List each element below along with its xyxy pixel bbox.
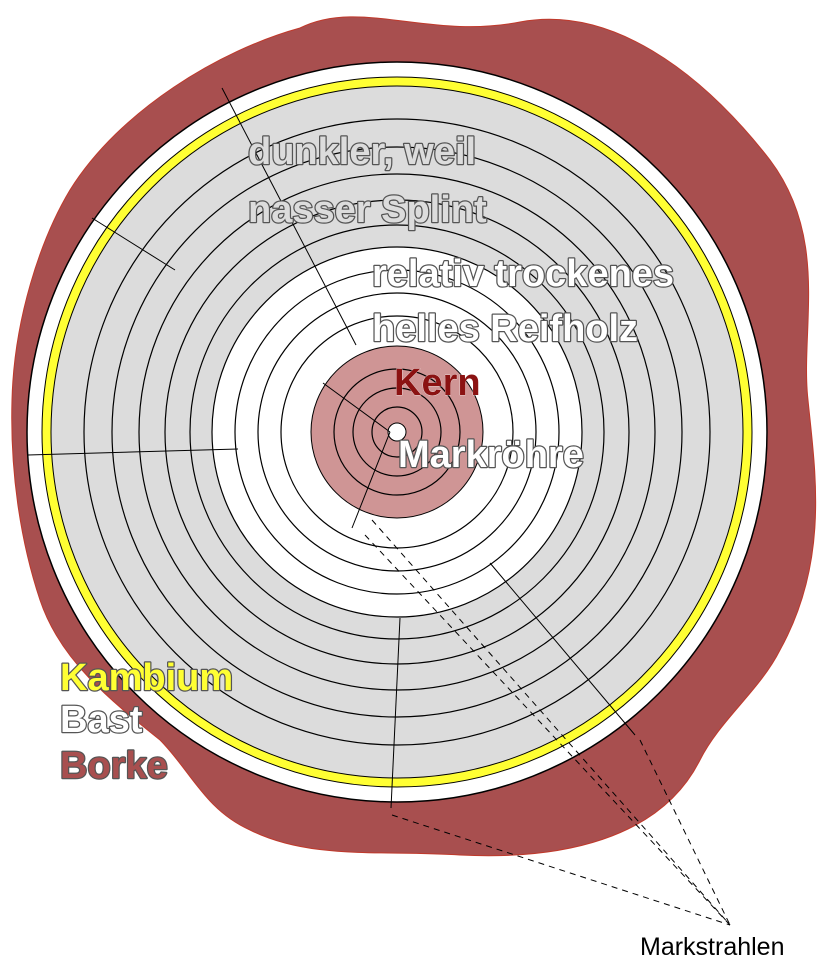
bast-label: Bast — [60, 699, 143, 741]
rays-label: Markstrahlen — [640, 933, 785, 961]
ripewood-label-line1: relativ trockenes — [372, 253, 674, 295]
bark-label: Borke — [60, 745, 168, 787]
pith-label: Markröhre — [398, 434, 584, 476]
sapwood-label-line2: nasser Splint — [248, 189, 487, 231]
cambium-label: Kambium — [60, 657, 233, 699]
heartwood-label: Kern — [394, 362, 481, 404]
ripewood-label-line2: helles Reifholz — [372, 308, 638, 350]
sapwood-label-line1: dunkler, weil — [248, 131, 476, 173]
